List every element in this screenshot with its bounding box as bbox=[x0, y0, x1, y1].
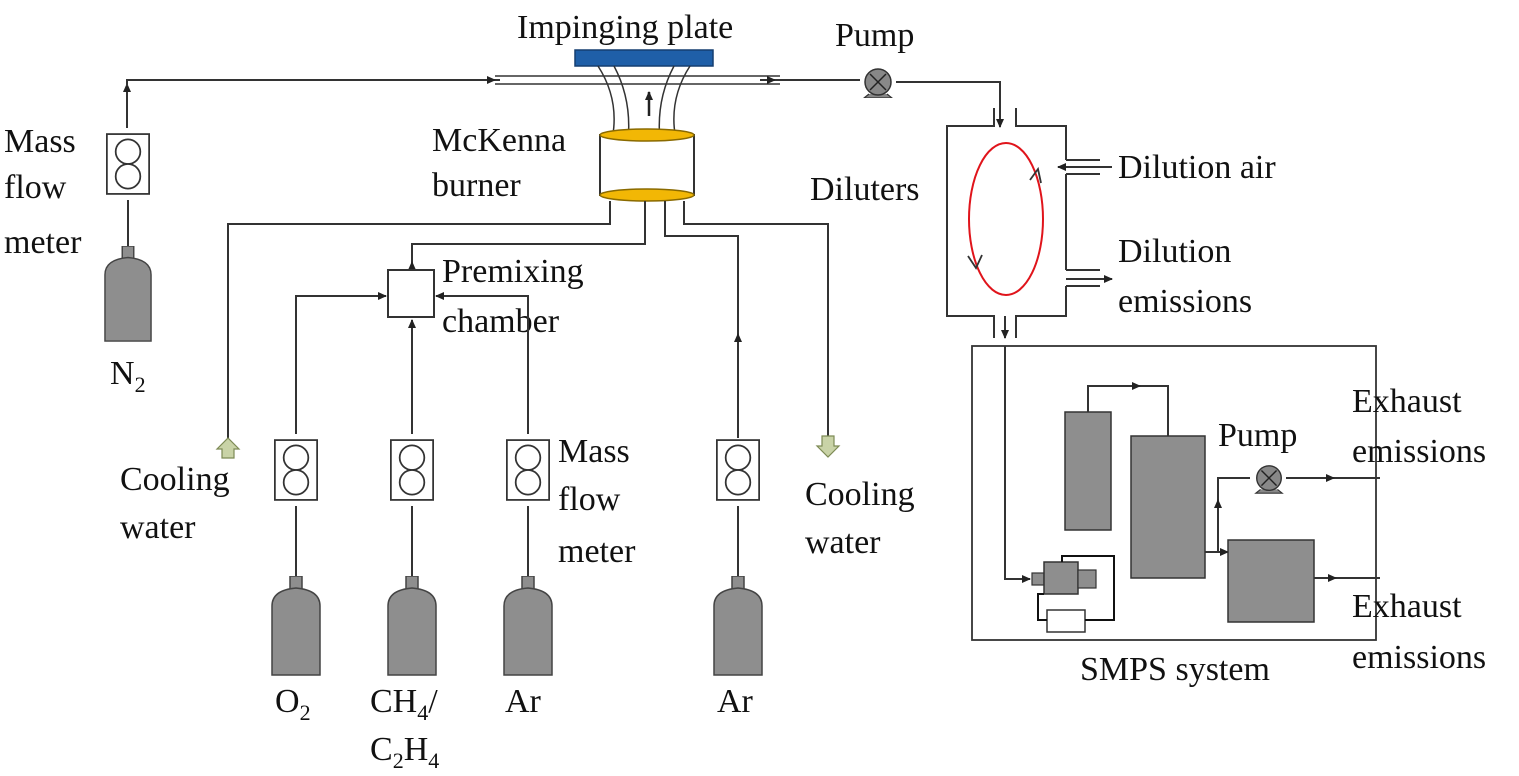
ar-label-1: Ar bbox=[505, 683, 542, 720]
dma-column bbox=[1064, 411, 1112, 531]
o2-cylinder bbox=[271, 576, 321, 676]
o2-label: O2 bbox=[275, 683, 311, 725]
n2-label: N2 bbox=[110, 355, 146, 397]
mass-flow-meter-n2 bbox=[106, 133, 150, 195]
exhaust-1-label-1: Exhaust bbox=[1352, 383, 1462, 420]
mfm-n2-label-3: meter bbox=[4, 224, 82, 261]
smps-system-box bbox=[971, 345, 1377, 641]
mfm-n2-label-1: Mass bbox=[4, 123, 76, 160]
cpc-unit bbox=[1130, 435, 1206, 579]
mass-flow-meter-shroud bbox=[716, 439, 760, 501]
pump-smps-label: Pump bbox=[1218, 417, 1297, 454]
impinging-plate bbox=[574, 49, 714, 67]
cooling-water-out-arrow-icon bbox=[815, 435, 841, 458]
exhaust-1-label-2: emissions bbox=[1352, 433, 1486, 470]
mfm-ar-label-2: flow bbox=[558, 481, 621, 518]
smps-label: SMPS system bbox=[1080, 651, 1270, 688]
mfm-ar-label-1: Mass bbox=[558, 433, 630, 470]
electrometer-unit bbox=[1227, 539, 1315, 623]
ar-label-2: Ar bbox=[717, 683, 754, 720]
premix-label-2: chamber bbox=[442, 303, 560, 340]
cooling-right-label-1: Cooling bbox=[805, 476, 915, 513]
recirculation-loop bbox=[968, 142, 1044, 296]
pump-icon bbox=[863, 68, 893, 98]
ar-cylinder bbox=[503, 576, 553, 676]
dilution-emissions-label-1: Dilution bbox=[1118, 233, 1231, 270]
premix-label-1: Premixing bbox=[442, 253, 584, 290]
pump-top-label: Pump bbox=[835, 17, 914, 54]
cooling-right-label-2: water bbox=[805, 524, 881, 561]
ar-feed-line bbox=[435, 292, 529, 434]
impinging-plate-label: Impinging plate bbox=[517, 9, 733, 46]
exhaust-2-label-2: emissions bbox=[1352, 639, 1486, 676]
cooling-left-label-1: Cooling bbox=[120, 461, 230, 498]
premixing-chamber bbox=[387, 269, 435, 318]
diluters-label: Diluters bbox=[810, 171, 920, 208]
cooling-water-in-arrow-icon bbox=[215, 437, 241, 459]
n2-supply-line bbox=[123, 75, 860, 128]
o2-feed-line bbox=[295, 292, 387, 434]
mass-flow-meter-ar bbox=[506, 439, 550, 501]
n2-cylinder bbox=[104, 246, 152, 342]
diluter-unit bbox=[946, 108, 1113, 339]
cooling-water-in-line bbox=[227, 201, 611, 446]
dilution-emissions-label-2: emissions bbox=[1118, 283, 1252, 320]
shroud-ar-cylinder bbox=[713, 576, 763, 676]
mfm-ar-label-3: meter bbox=[558, 533, 636, 570]
mckenna-burner bbox=[599, 128, 695, 202]
premix-to-burner-line bbox=[411, 201, 646, 268]
shroud-ar-line bbox=[664, 201, 739, 438]
dilution-air-label: Dilution air bbox=[1118, 149, 1276, 186]
fuel-cylinder bbox=[387, 576, 437, 676]
c2h4-label: C2H4 bbox=[370, 731, 439, 773]
exhaust-2-label-1: Exhaust bbox=[1352, 588, 1462, 625]
smps-pump-icon bbox=[1255, 465, 1283, 494]
mass-flow-meter-fuel bbox=[390, 439, 434, 501]
cooling-left-label-2: water bbox=[120, 509, 196, 546]
impactor-neutralizer bbox=[1031, 555, 1115, 633]
cooling-water-out-line bbox=[683, 201, 829, 436]
mckenna-label-2: burner bbox=[432, 167, 521, 204]
mfm-n2-label-2: flow bbox=[4, 169, 67, 206]
ch4-label: CH4/ bbox=[370, 683, 438, 725]
mass-flow-meter-o2 bbox=[274, 439, 318, 501]
mckenna-label-1: McKenna bbox=[432, 122, 566, 159]
